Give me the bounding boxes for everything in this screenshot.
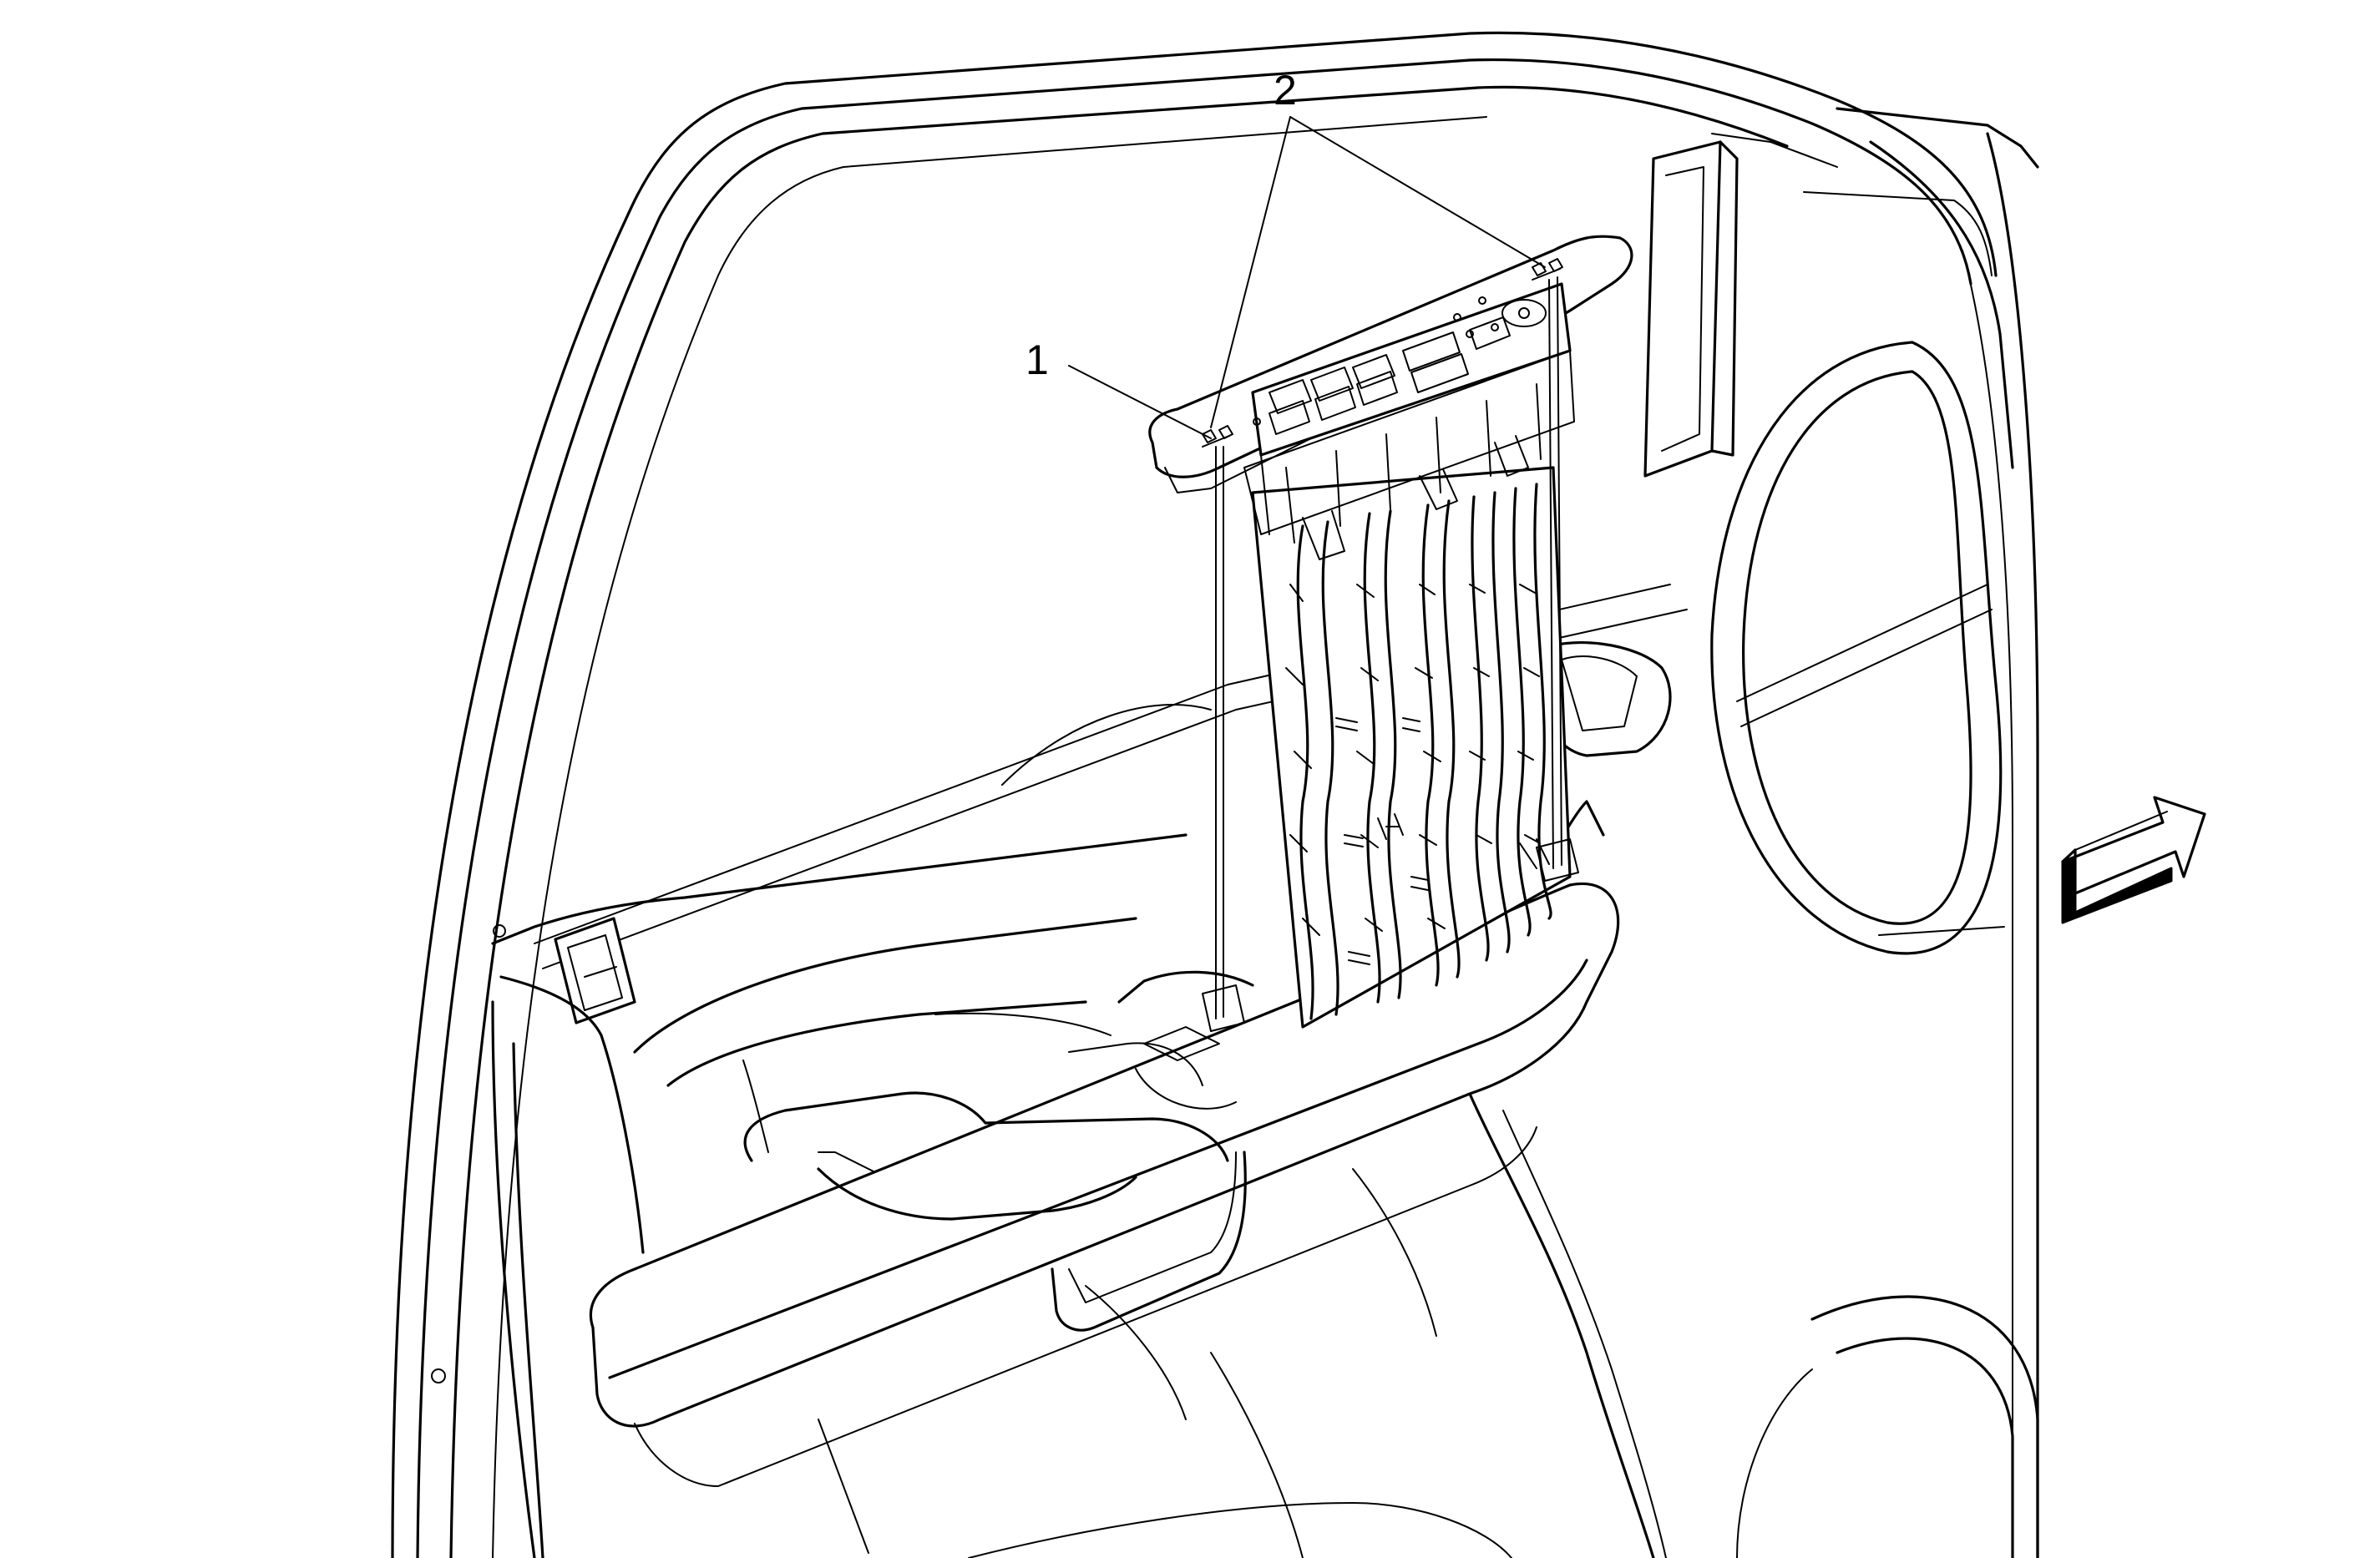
- retaining-clip-right: [1532, 258, 1563, 281]
- callout-leaders: [1068, 116, 1546, 439]
- installation-guide-lines: [1202, 276, 1579, 1032]
- armrest: [589, 800, 1620, 1487]
- window-switch-harness: [1251, 466, 1572, 1029]
- upper-speaker-trim: [1710, 341, 2005, 955]
- callout-1-label: 1: [1025, 336, 1049, 383]
- window-switch-assembly: [1148, 235, 1633, 560]
- lower-door-panel: [818, 1092, 2039, 1558]
- lock-switch: [431, 917, 636, 1383]
- door-trim-panel: [491, 833, 1187, 1558]
- mirror-trim: [1643, 133, 1838, 478]
- view-direction-arrow-icon: [2061, 796, 2206, 924]
- callout-2-label: 2: [1274, 67, 1297, 114]
- door-frame: [391, 31, 2039, 1558]
- retaining-clip-left: [1202, 425, 1233, 448]
- retaining-clips: [1202, 258, 1563, 448]
- pull-cup: [743, 1091, 1247, 1332]
